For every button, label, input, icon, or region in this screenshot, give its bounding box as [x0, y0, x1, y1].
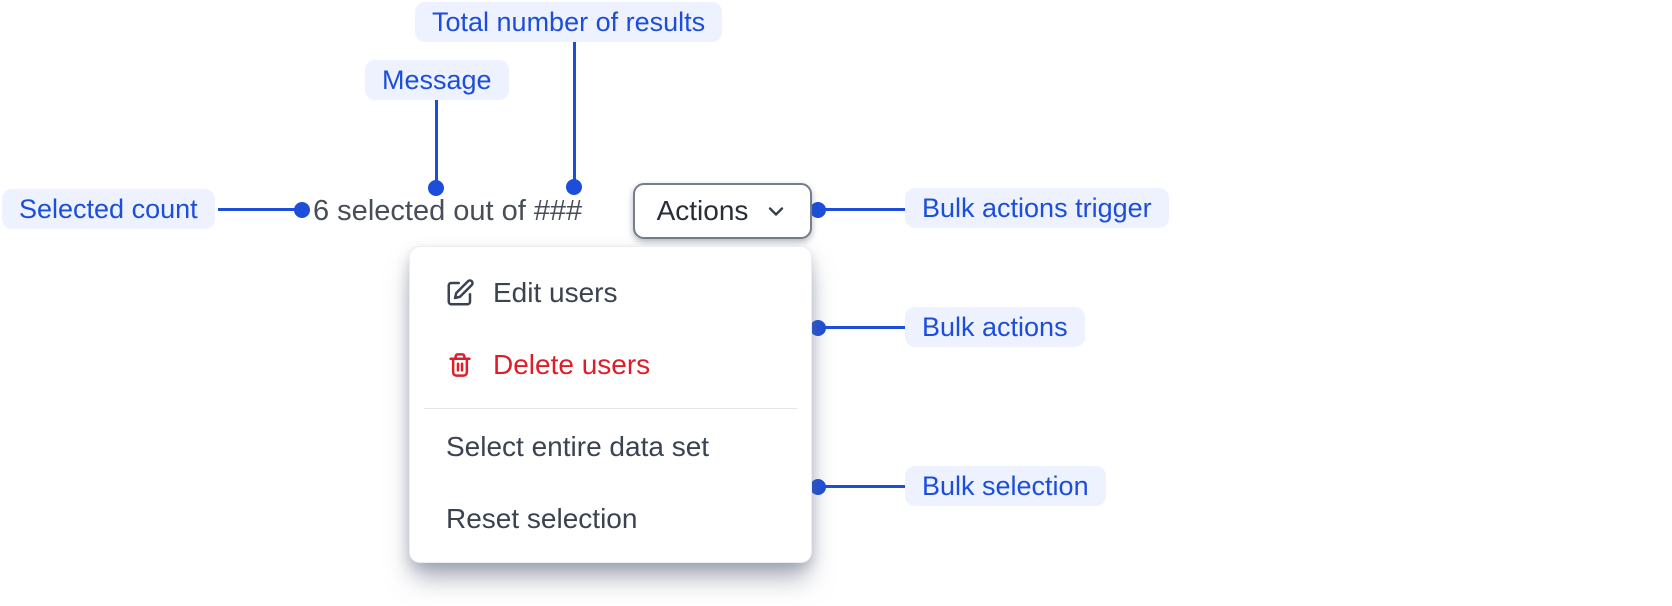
annotation-message: Message — [365, 60, 509, 100]
menu-divider — [424, 408, 797, 409]
menu-item-select-entire-data-set[interactable]: Select entire data set — [410, 411, 811, 483]
connector-dot-message — [428, 180, 444, 196]
connector-dot-bulk-actions — [810, 320, 826, 336]
menu-item-edit-users[interactable]: Edit users — [410, 257, 811, 329]
annotation-bulk-selection: Bulk selection — [905, 466, 1106, 506]
menu-item-reset-selection[interactable]: Reset selection — [410, 483, 811, 555]
menu-item-label: Reset selection — [446, 503, 638, 534]
actions-button-label: Actions — [656, 195, 749, 226]
connector-dot-bulk-actions-trigger — [810, 202, 826, 218]
selection-status-text: 6 selected out of ### — [313, 195, 583, 227]
annotation-bulk-actions: Bulk actions — [905, 307, 1085, 347]
chevron-down-icon — [764, 199, 788, 223]
menu-item-label: Delete users — [493, 349, 651, 380]
annotation-selected-count: Selected count — [2, 189, 215, 229]
trash-icon — [445, 350, 475, 380]
annotation-bulk-actions-trigger: Bulk actions trigger — [905, 188, 1169, 228]
edit-icon — [445, 278, 475, 308]
connector-line-selected-count — [218, 208, 302, 211]
connector-line-bulk-selection — [818, 485, 905, 488]
connector-line-message — [435, 99, 438, 189]
bulk-actions-menu: Edit users Delete users Select entire da… — [409, 246, 812, 563]
connector-dot-total-results — [566, 179, 582, 195]
connector-line-bulk-actions — [818, 326, 905, 329]
menu-item-label: Select entire data set — [446, 431, 710, 462]
menu-item-delete-users[interactable]: Delete users — [410, 329, 811, 401]
connector-line-total-results — [573, 42, 576, 188]
actions-button[interactable]: Actions — [633, 183, 812, 239]
annotation-total-results: Total number of results — [415, 2, 723, 42]
connector-line-bulk-actions-trigger — [818, 208, 905, 211]
connector-dot-selected-count — [294, 202, 310, 218]
menu-item-label: Edit users — [493, 277, 618, 308]
connector-dot-bulk-selection — [810, 479, 826, 495]
